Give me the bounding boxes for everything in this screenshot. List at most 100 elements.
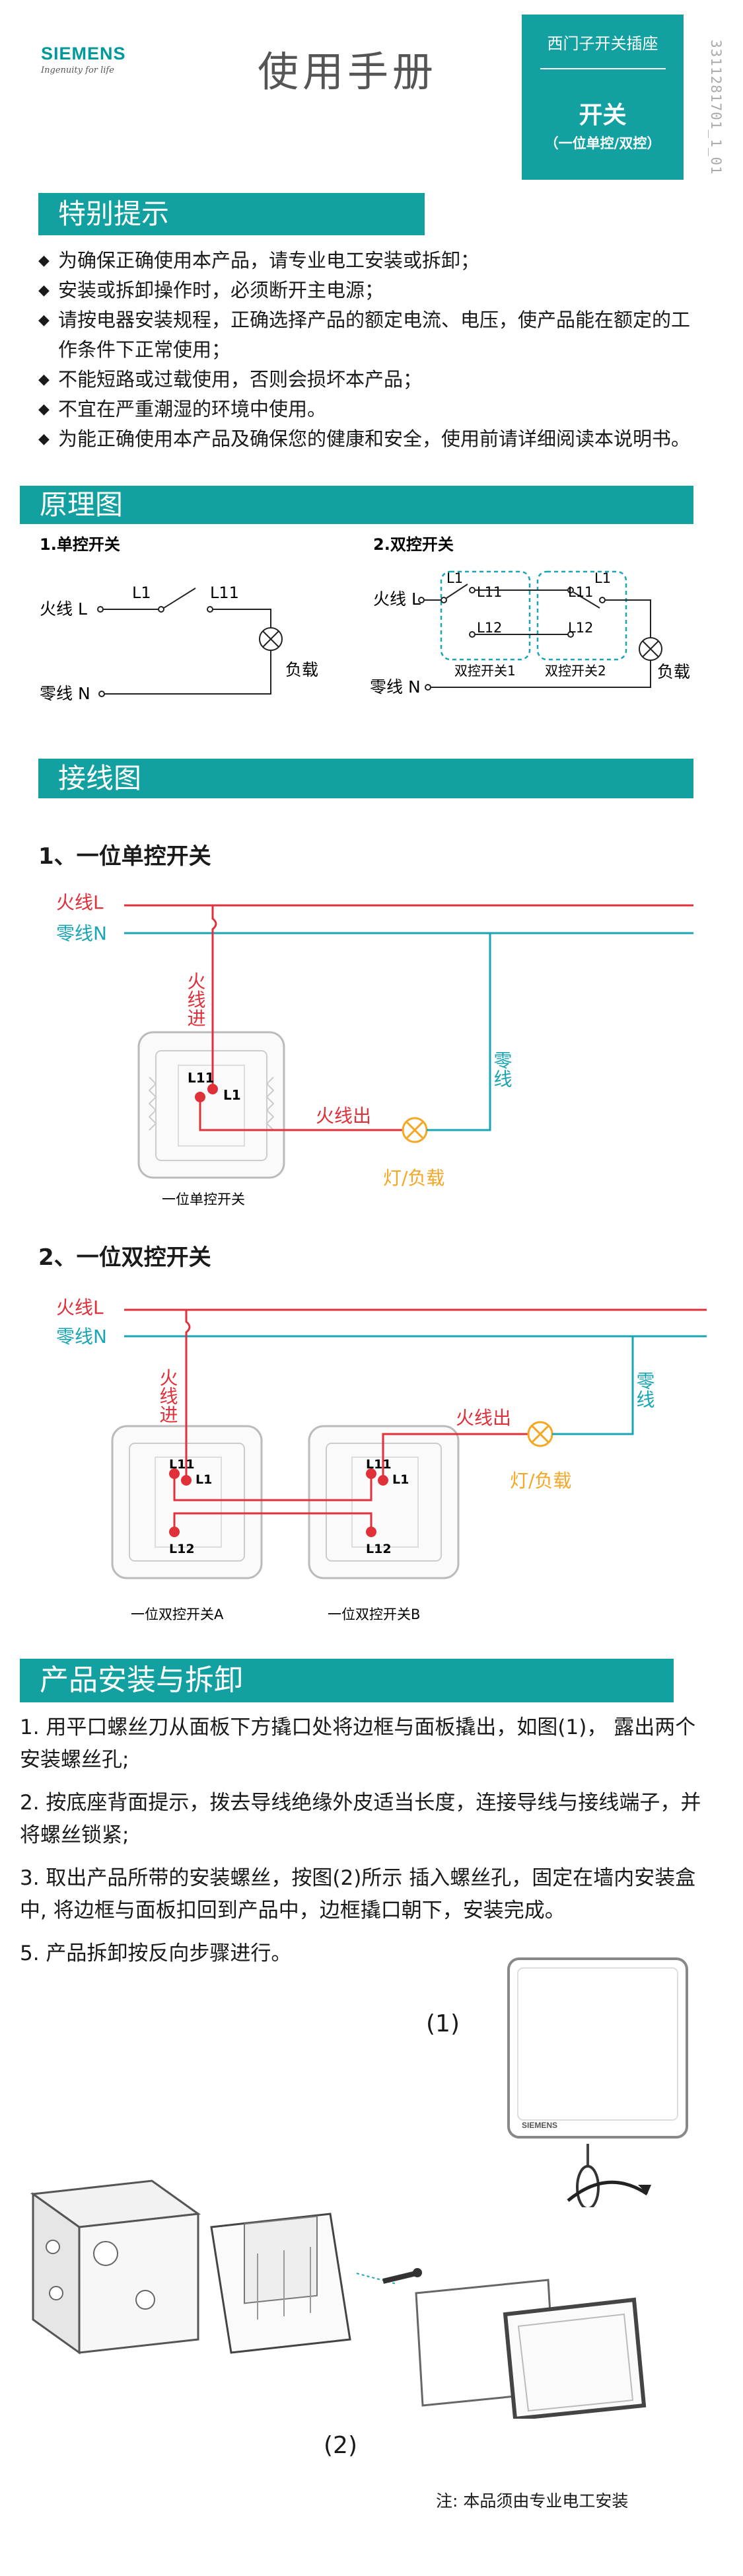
principle-single-live: 火线 L <box>40 599 87 619</box>
diamond-bullet-icon: ◆ <box>38 371 50 388</box>
brand-tagline: Ingenuity for life <box>41 65 114 75</box>
wire-label-neutral: 零线N <box>56 1326 107 1347</box>
terminal-icon <box>425 684 431 691</box>
principle-double-title: 2.双控开关 <box>373 535 454 554</box>
list-item: 3. 取出产品所带的安装螺丝，按图(2)所示 插入螺丝孔，固定在墙内安装盒中, … <box>20 1866 696 1922</box>
list-item: ◆不能短路或过载使用，否则会损坏本产品； <box>38 365 705 395</box>
wall-box-icon <box>30 2179 201 2355</box>
terminal-icon <box>98 691 105 697</box>
product-name: 开关 <box>579 102 627 129</box>
section-install-title: 产品安装与拆卸 <box>20 1659 674 1702</box>
switch-lever-icon <box>573 591 600 609</box>
neutral-vertical-label: 零线 <box>491 1051 513 1088</box>
list-item: ◆为确保正确使用本产品，请专业电工安装或拆卸； <box>38 246 705 276</box>
double-switch-2-frame <box>536 570 627 661</box>
neutral-vertical-label: 零线 <box>634 1371 656 1408</box>
wire-label-neutral: 零线N <box>56 923 107 944</box>
neutral-return-wire <box>427 933 491 1131</box>
principle-single-load: 负载 <box>285 660 318 679</box>
installation-note: 注: 本品须由专业电工安装 <box>436 2491 629 2511</box>
wiring-double-heading: 2、一位双控开关 <box>38 1244 211 1271</box>
terminal-label-l12: L12 <box>366 1542 392 1556</box>
double-switch-1-frame <box>440 570 531 661</box>
terminal-label-l11: L11 <box>366 1457 392 1472</box>
switch-caption: 一位单控开关 <box>162 1192 245 1207</box>
terminal-label-l11: L11 <box>169 1457 195 1472</box>
terminal-label-l1: L1 <box>594 570 611 586</box>
terminal-label-l11: L11 <box>188 1070 215 1086</box>
switch-contact-icon <box>158 606 164 613</box>
notice-list: ◆为确保正确使用本产品，请专业电工安装或拆卸； ◆安装或拆卸操作时，必须断开主电… <box>38 246 705 454</box>
wiring-single-heading: 1、一位单控开关 <box>38 843 211 870</box>
wiring-double-diagram: 火线L 零线N 火线进 L11 L1 L12 L11 L1 L12 火线出 零线… <box>56 1297 707 1622</box>
principle-double-neutral: 零线 N <box>370 677 421 697</box>
terminal-dot-icon <box>181 1475 192 1486</box>
caption-switch-1: 双控开关1 <box>454 663 516 679</box>
product-variant: （一位单控/双控） <box>544 135 661 151</box>
diamond-bullet-icon: ◆ <box>38 282 50 299</box>
switch-a-caption: 一位双控开关A <box>131 1607 224 1622</box>
terminal-label-l12: L12 <box>477 620 502 636</box>
principle-double-live: 火线 L <box>373 589 421 609</box>
live-in-label: 火线进 <box>157 1368 179 1423</box>
badge-divider <box>540 68 666 69</box>
terminal-label-l11: L11 <box>568 584 593 600</box>
terminal-label-l11: L11 <box>210 584 239 602</box>
live-in-wire <box>185 1310 191 1479</box>
lamp-load-icon <box>259 627 283 651</box>
lamp-label: 灯/负载 <box>510 1470 571 1492</box>
principle-diagram: 1.单控开关 火线 L L1 L11 负载 零线 N 2.双控开关 火线 L L… <box>40 535 690 703</box>
lamp-label: 灯/负载 <box>383 1167 444 1189</box>
diamond-bullet-icon: ◆ <box>38 401 50 418</box>
pry-arrow-icon <box>567 2180 649 2202</box>
neutral-wire <box>431 660 651 688</box>
brand-name: SIEMENS <box>41 44 126 63</box>
caption-switch-2: 双控开关2 <box>545 663 606 679</box>
figure-1-label: (1) <box>426 2010 460 2037</box>
neutral-wire <box>104 650 271 695</box>
page-title: 使用手册 <box>258 48 438 96</box>
switch-contact-icon <box>469 587 476 593</box>
principle-double-load: 负载 <box>657 662 690 681</box>
switch-b-caption: 一位双控开关B <box>328 1607 420 1622</box>
brand-logo: SIEMENS Ingenuity for life <box>41 44 160 75</box>
live-out-wire <box>199 1097 403 1131</box>
switch-contact-icon <box>469 631 476 638</box>
principle-single-title: 1.单控开关 <box>40 535 120 554</box>
list-item: 1. 用平口螺丝刀从面板下方撬口处将边框与面板撬出，如图(1)， 露出两个安装螺… <box>20 1716 696 1772</box>
terminal-label-l12: L12 <box>568 620 593 636</box>
live-in-wire <box>211 905 217 1084</box>
switch-contact-icon <box>567 631 574 638</box>
load-wire <box>605 599 651 638</box>
terminal-label-l11: L11 <box>477 584 502 600</box>
product-badge: 西门子开关插座 开关 （一位单控/双控） <box>522 15 684 180</box>
live-out-label: 火线出 <box>456 1407 511 1429</box>
traveler-wire-2 <box>173 1512 372 1532</box>
list-item: ◆请按电器安装规程，正确选择产品的额定电流、电压，使产品能在额定的工作条件下正常… <box>38 305 705 365</box>
list-item: ◆为能正确使用本产品及确保您的健康和安全，使用前请详细阅读本说明书。 <box>38 424 705 454</box>
wire-label-live: 火线L <box>56 1297 104 1318</box>
load-wire <box>213 609 271 628</box>
switch-plate-single <box>137 1031 285 1179</box>
panel-brand: SIEMENS <box>522 2121 557 2130</box>
terminal-label-l1: L1 <box>446 570 463 586</box>
wire-label-live: 火线L <box>56 891 104 913</box>
terminal-label-l1: L1 <box>223 1087 241 1103</box>
lamp-load-icon <box>402 1117 428 1143</box>
lamp-load-icon <box>639 637 662 661</box>
live-in-label: 火线进 <box>185 971 207 1027</box>
wiring-single-diagram: 火线L 零线N 火线进 L11 L1 火线出 零线 灯/负载 一位单控开关 <box>56 891 693 1207</box>
list-item: ◆安装或拆卸操作时，必须断开主电源； <box>38 276 705 305</box>
diamond-bullet-icon: ◆ <box>38 431 50 447</box>
switch-panel-icon <box>507 1957 688 2139</box>
switch-lever-icon <box>446 584 468 599</box>
neutral-return-wire <box>552 1336 634 1435</box>
list-item: 2. 按底座背面提示，拨去导线绝缘外皮适当长度，连接导线与接线端子，并将螺丝锁紧… <box>20 1791 701 1847</box>
terminal-label-l1: L1 <box>392 1472 409 1487</box>
figure-2-label: (2) <box>324 2432 357 2459</box>
switch-lever-icon <box>163 587 196 609</box>
product-series: 西门子开关插座 <box>547 34 658 53</box>
figure-1-panel-removal: SIEMENS <box>507 1957 688 2207</box>
principle-single-neutral: 零线 N <box>40 684 90 703</box>
switch-contact-icon <box>567 587 574 593</box>
